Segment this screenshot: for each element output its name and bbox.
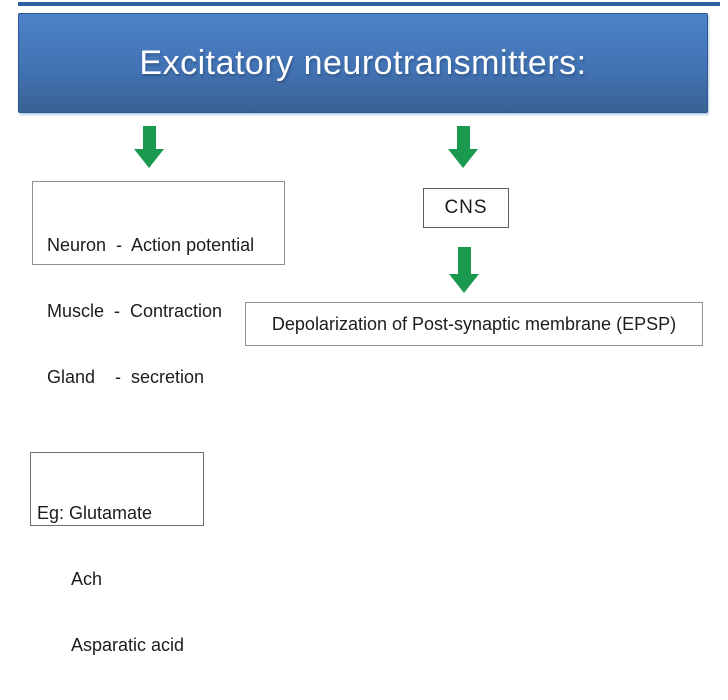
- down-arrow-head: [448, 149, 478, 168]
- down-arrow-shaft: [456, 126, 470, 149]
- examples-box: Eg: Glutamate Ach Asparatic acid: [30, 452, 204, 655]
- down-arrow-shaft: [457, 247, 471, 274]
- effects-line-muscle: Muscle - Contraction: [47, 301, 223, 321]
- example-line-glutamate: Eg: Glutamate: [37, 503, 153, 523]
- effects-line-gland: Gland - secretion: [47, 367, 205, 387]
- title-banner: Excitatory neurotransmitters:: [18, 13, 708, 113]
- down-arrow-shaft: [142, 126, 156, 149]
- cns-label: CNS: [444, 197, 488, 218]
- effects-line-neuron: Neuron - Action potential: [47, 235, 255, 255]
- down-arrow-icon: [448, 126, 478, 168]
- slide: Excitatory neurotransmitters: Neuron - A…: [18, 2, 720, 655]
- down-arrow-icon: [449, 247, 479, 293]
- down-arrow-head: [449, 274, 479, 293]
- page-title: Excitatory neurotransmitters:: [139, 43, 587, 82]
- example-line-ach: Ach: [71, 569, 103, 589]
- depolarization-label: Depolarization of Post-synaptic membrane…: [271, 313, 677, 334]
- example-line-asparatic-acid: Asparatic acid: [71, 635, 185, 655]
- top-accent-line: [18, 2, 720, 6]
- down-arrow-head: [134, 149, 164, 168]
- peripheral-effects-box: Neuron - Action potential Muscle - Contr…: [32, 181, 285, 387]
- down-arrow-icon: [134, 126, 164, 168]
- cns-box: CNS: [423, 188, 509, 228]
- depolarization-box: Depolarization of Post-synaptic membrane…: [245, 302, 703, 346]
